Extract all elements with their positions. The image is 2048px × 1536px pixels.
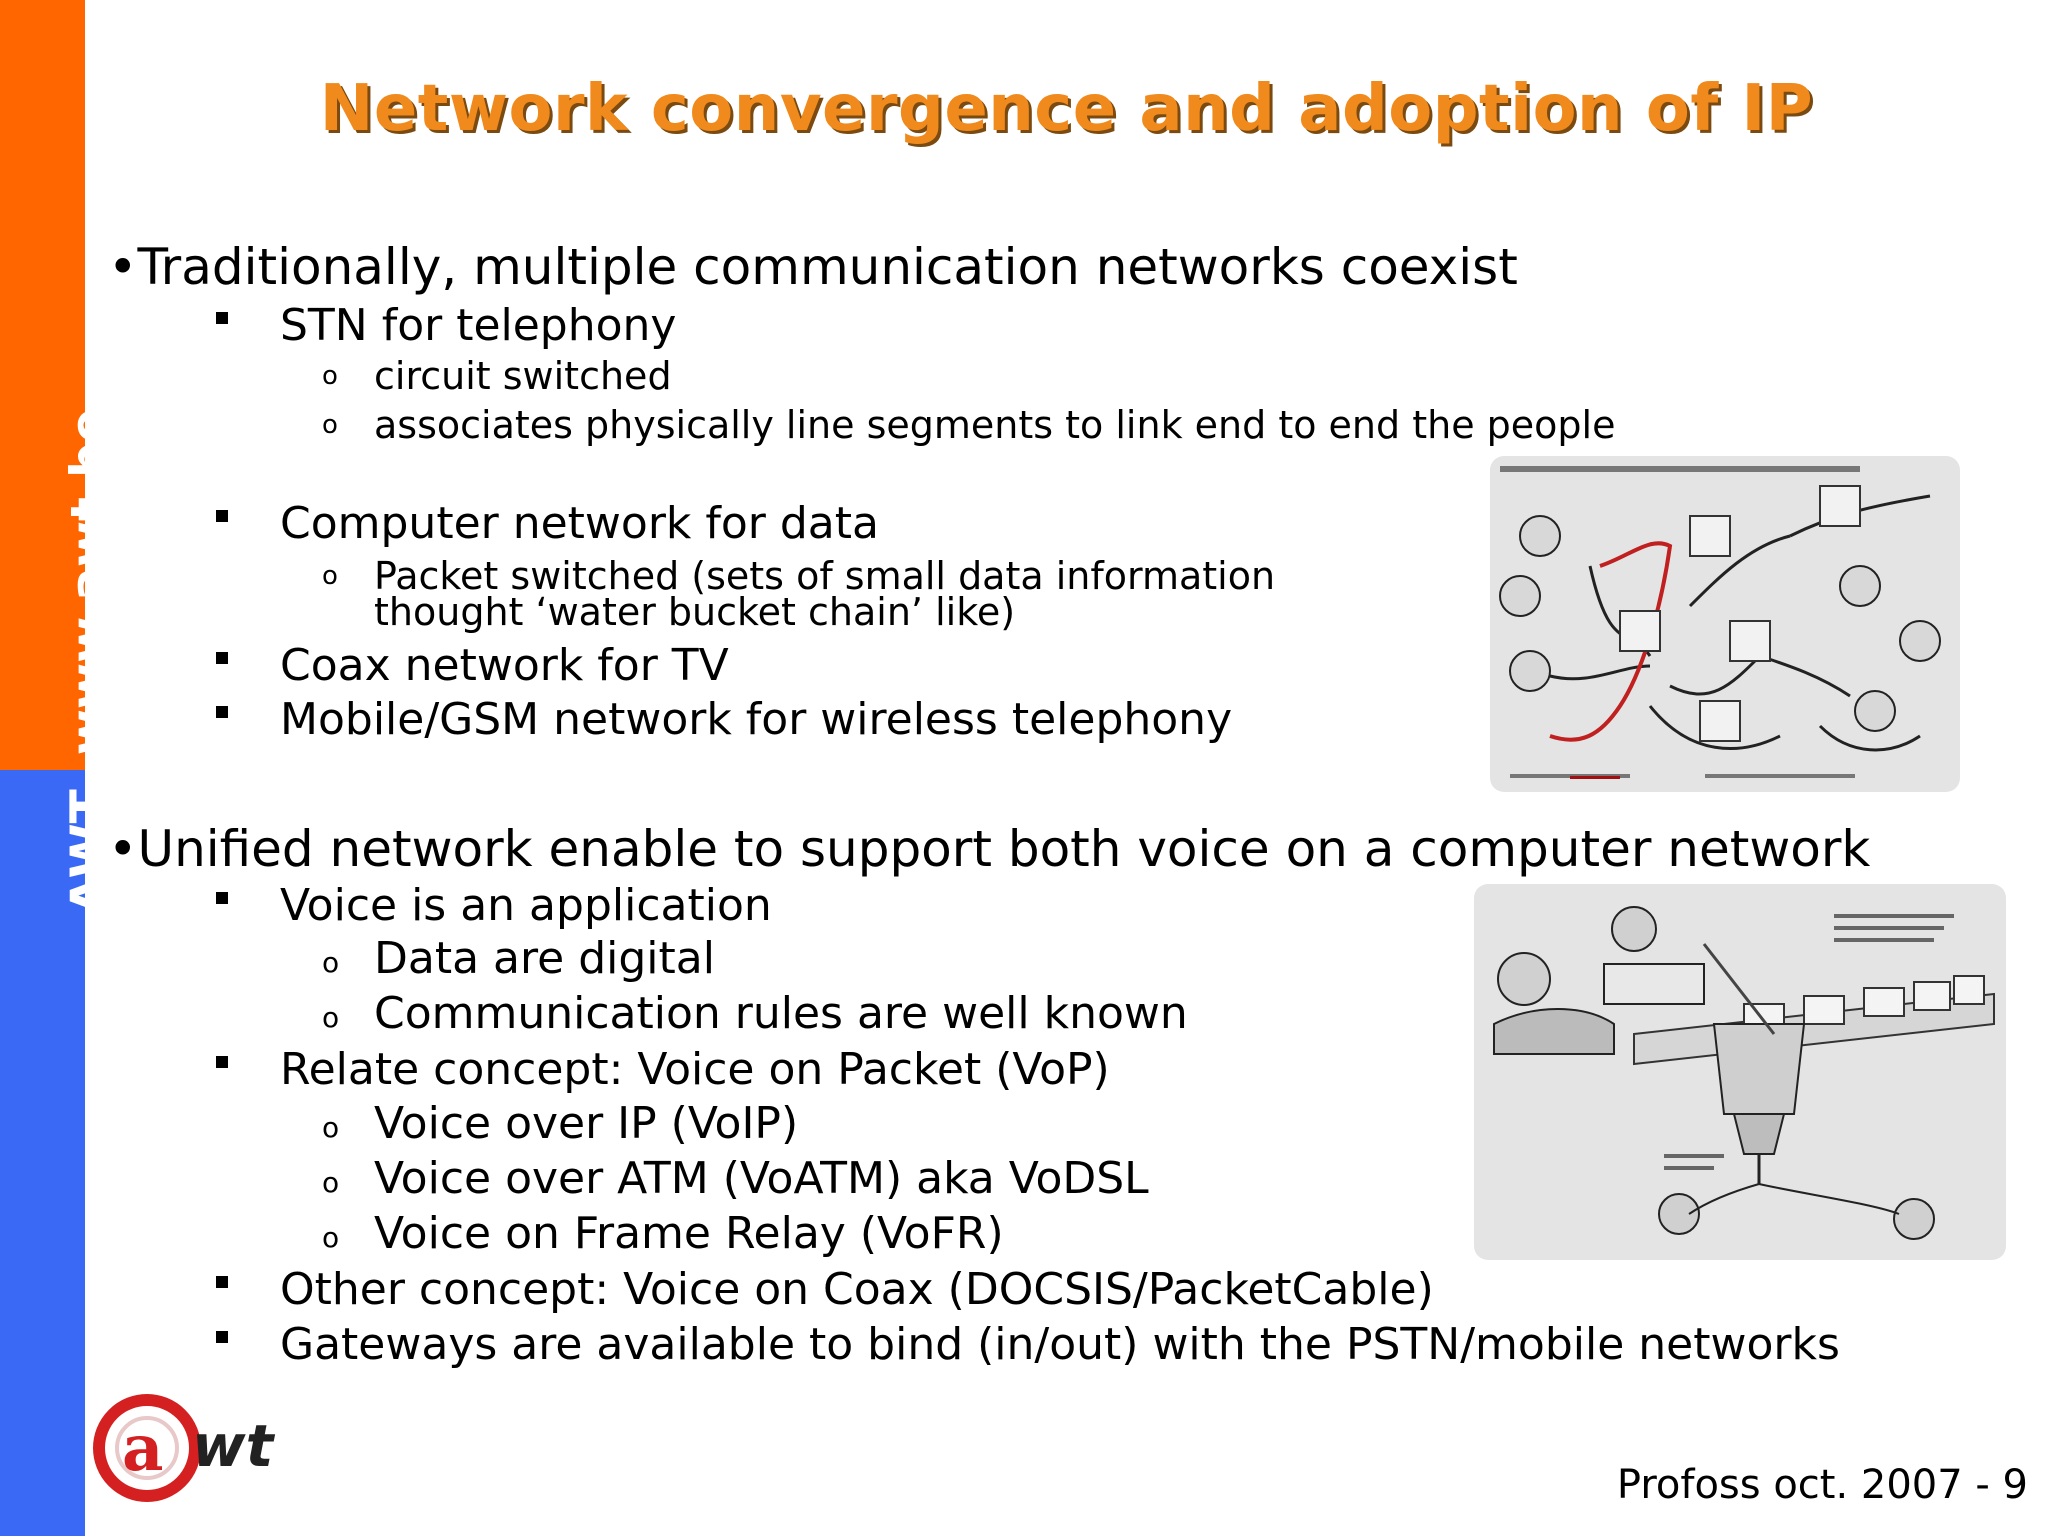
- section2-heading: •Unified network enable to support both …: [108, 820, 1871, 878]
- sublist-item-label: Data are digital: [374, 933, 715, 984]
- sidebar-site: www.awt.be: [60, 408, 118, 756]
- sidebar-blue-band: [0, 770, 85, 1536]
- circle-bullet-icon: o: [322, 946, 340, 979]
- sublist-item-label: Voice over IP (VoIP): [374, 1098, 799, 1149]
- awt-logo: a wt: [92, 1388, 302, 1512]
- sublist-item-label: thought ‘water bucket chain’ like): [374, 590, 1016, 634]
- square-bullet-icon: [216, 1056, 228, 1068]
- svg-text:wt: wt: [192, 1412, 276, 1480]
- list-item-label: Mobile/GSM network for wireless telephon…: [280, 694, 1233, 745]
- square-bullet-icon: [216, 312, 228, 324]
- list-item-label: Gateways are available to bind (in/out) …: [280, 1319, 1840, 1370]
- sidebar-vertical-text: AWTwww.awt.be: [60, 408, 118, 915]
- sidebar-orange-band: [0, 0, 85, 770]
- list-item-label: Computer network for data: [280, 498, 879, 549]
- list-item-label: Relate concept: Voice on Packet (VoP): [280, 1044, 1110, 1095]
- sublist-item-label: associates physically line segments to l…: [374, 403, 1616, 447]
- square-bullet-icon: [216, 652, 228, 664]
- square-bullet-icon: [216, 1331, 228, 1343]
- circle-bullet-icon: o: [322, 1166, 340, 1199]
- square-bullet-icon: [216, 892, 228, 904]
- sublist-item-label: circuit switched: [374, 354, 672, 398]
- slide-footer: Profoss oct. 2007 - 9: [1616, 1462, 2028, 1508]
- square-bullet-icon: [216, 510, 228, 522]
- list-item-label: Coax network for TV: [280, 640, 729, 691]
- circle-bullet-icon: o: [322, 561, 338, 591]
- list-item-label: STN for telephony: [280, 300, 677, 351]
- packet-voice-diagram-icon: [1493, 906, 1995, 1240]
- section1-heading: •Traditionally, multiple communication n…: [108, 238, 1518, 296]
- sublist-item-label: Communication rules are well known: [374, 988, 1188, 1039]
- sublist-item-label: Voice on Frame Relay (VoFR): [374, 1208, 1004, 1259]
- square-bullet-icon: [216, 1276, 228, 1288]
- circle-bullet-icon: o: [322, 1221, 340, 1254]
- sidebar: AWTwww.awt.be: [0, 0, 118, 1536]
- at-sign-logo-icon: a wt: [93, 1394, 276, 1502]
- sublist-item-label: Voice over ATM (VoATM) aka VoDSL: [374, 1153, 1149, 1204]
- list-item-label: Other concept: Voice on Coax (DOCSIS/Pac…: [280, 1264, 1434, 1315]
- voice-over-packet-illustration: [1474, 884, 2006, 1260]
- square-bullet-icon: [216, 706, 228, 718]
- circle-bullet-icon: o: [322, 361, 338, 391]
- slide-title: Network convergence and adoption of IP: [319, 72, 1814, 146]
- network-diagram-icon: [1499, 466, 1941, 779]
- circle-bullet-icon: o: [322, 410, 338, 440]
- sublist-item-label: Packet switched (sets of small data info…: [374, 554, 1276, 598]
- svg-text:a: a: [122, 1411, 163, 1486]
- circuit-switching-illustration: [1490, 456, 1960, 792]
- list-item-label: Voice is an application: [280, 880, 772, 931]
- circle-bullet-icon: o: [322, 1001, 340, 1034]
- circle-bullet-icon: o: [322, 1111, 340, 1144]
